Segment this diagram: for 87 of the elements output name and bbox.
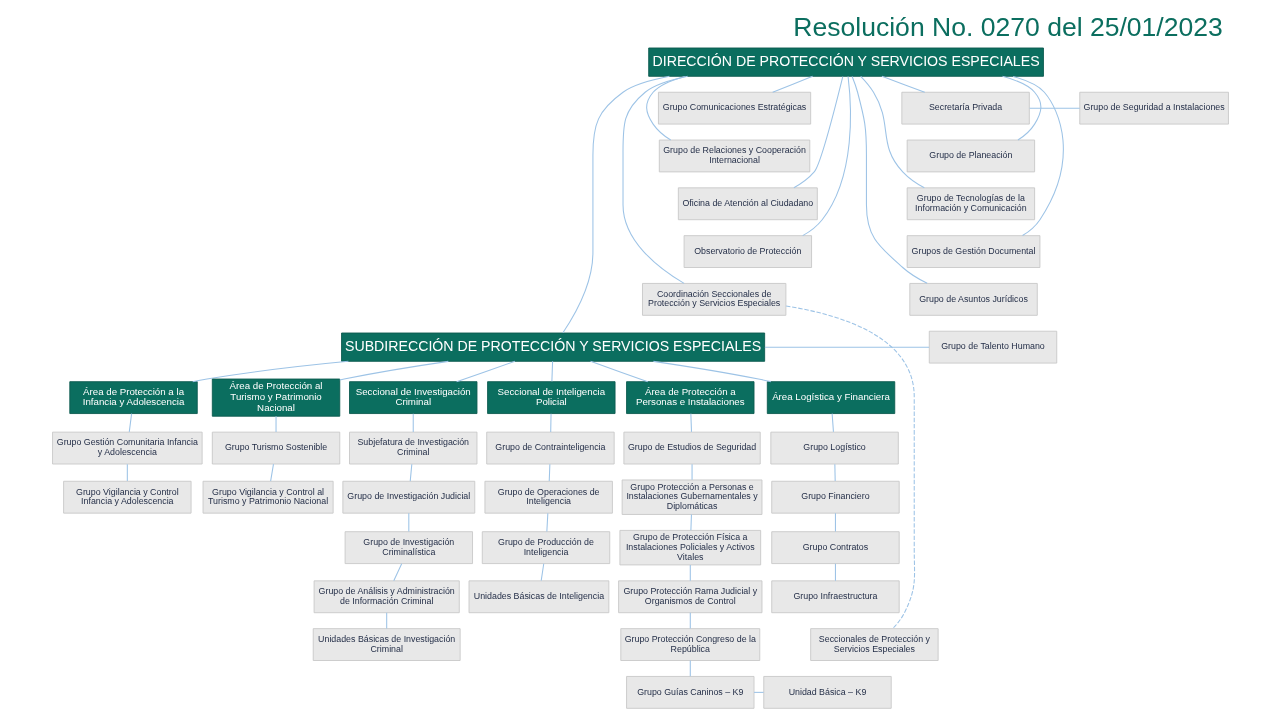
connector xyxy=(785,305,915,629)
node-box: Grupo de Planeación xyxy=(906,139,1035,173)
node-box: Grupo de Seguridad a Instalaciones xyxy=(1078,91,1229,125)
connector xyxy=(589,360,648,383)
connector xyxy=(834,512,836,532)
connector xyxy=(689,514,692,531)
connector xyxy=(880,75,925,93)
connector xyxy=(763,346,930,348)
connector xyxy=(561,75,670,334)
connector xyxy=(540,563,544,582)
node-box: Grupo de Operaciones de Inteligencia xyxy=(484,480,613,514)
node-box: Grupo Turismo Sostenible xyxy=(211,431,340,465)
node-box: Grupo Protección Rama Judicial y Organismos de Control xyxy=(617,580,762,614)
node-box: Coordinación Seccionales de Protección y Servicios Especiales xyxy=(641,283,786,316)
node-box: Seccional de Investigación Criminal xyxy=(348,381,477,414)
connector xyxy=(771,75,813,93)
connector xyxy=(1012,75,1064,237)
connector xyxy=(338,360,449,381)
connector xyxy=(548,463,550,482)
connector xyxy=(191,360,349,383)
connector xyxy=(1028,107,1080,109)
connector xyxy=(831,413,834,433)
node-box: Grupo Financiero xyxy=(770,480,900,514)
node-box: Grupos de Gestión Documental xyxy=(906,235,1040,268)
connector xyxy=(1001,75,1041,141)
connector xyxy=(645,75,685,141)
node-box: Grupo Guías Caninos – K9 xyxy=(625,676,754,709)
node-box: Grupo de Talento Humano xyxy=(928,330,1057,364)
node-box: Observatorio de Protección xyxy=(683,235,812,268)
node-box: Grupo de Análisis y Administración de Información Criminal xyxy=(313,580,460,614)
connector xyxy=(392,563,402,582)
node-box: Seccionales de Protección y Servicios Especiales xyxy=(809,628,939,661)
node-box: Grupo Protección a Personas e Instalaciones Gubernamentales y Diplomáticas xyxy=(621,479,762,515)
node-box: Área Logística y Financiera xyxy=(766,381,895,414)
node-box: Unidad Básica – K9 xyxy=(762,676,892,709)
connector xyxy=(275,415,277,433)
connector xyxy=(801,75,851,237)
node-box: Grupo de Producción de Inteligencia xyxy=(481,531,610,565)
node-box: Grupo de Investigación Criminalística xyxy=(344,531,473,565)
node-box: Subjefatura de Investigación Criminal xyxy=(348,431,477,465)
connector xyxy=(851,75,928,284)
node-box: DIRECCIÓN DE PROTECCIÓN Y SERVICIOS ESPECIALES xyxy=(647,47,1044,77)
connector xyxy=(455,360,515,383)
node-box: Grupo de Asuntos Jurídicos xyxy=(908,283,1038,316)
node-box: Grupo Contratos xyxy=(770,531,900,565)
connector xyxy=(269,463,274,482)
connector xyxy=(833,463,836,482)
node-box: Grupo de Contrainteligencia xyxy=(485,431,615,465)
connector xyxy=(407,512,409,532)
node-box: Grupo Vigilancia y Control Infancia y Adolescencia xyxy=(62,480,191,514)
connector xyxy=(545,512,548,532)
node-box: Seccional de Inteligencia Policial xyxy=(486,381,615,414)
node-box: SUBDIRECCIÓN DE PROTECCIÓN Y SERVICIOS ESPECIALES xyxy=(340,332,765,362)
connector xyxy=(689,413,692,433)
connector xyxy=(691,463,693,481)
connector xyxy=(409,463,412,482)
node-box: Grupo de Estudios de Seguridad xyxy=(622,431,761,465)
node-box: Grupo Infraestructura xyxy=(770,580,900,614)
node-box: Unidades Básicas de Investigación Criminal xyxy=(312,628,461,661)
node-box: Área de Protección a Personas e Instalaciones xyxy=(625,381,754,414)
node-box: Secretaría Privada xyxy=(900,91,1030,125)
diagram-title: Resolución No. 0270 del 25/01/2023 xyxy=(792,12,1223,43)
connector xyxy=(622,75,688,284)
node-box: Unidades Básicas de Inteligencia xyxy=(468,580,609,614)
connector xyxy=(792,76,843,189)
node-box: Área de Protección al Turismo y Patrimonio Nacional xyxy=(211,378,340,417)
connector xyxy=(412,413,414,433)
node-box: Grupo de Protección Física a Instalaciones Policiales y Activos Vitales xyxy=(618,529,761,566)
connector xyxy=(753,691,764,693)
connector xyxy=(550,360,553,382)
node-box: Grupo Logístico xyxy=(769,431,899,465)
node-box: Oficina de Atención al Ciudadano xyxy=(677,187,818,221)
connector xyxy=(128,413,132,433)
connector xyxy=(834,563,836,582)
connector xyxy=(126,463,128,482)
node-box: Grupo Protección Congreso de la República xyxy=(619,628,760,661)
connector xyxy=(652,360,771,383)
node-box: Área de Protección a la Infancia y Adolescencia xyxy=(68,381,198,414)
node-box: Grupo de Tecnologías de la Información y Comunicación xyxy=(906,187,1035,221)
connector xyxy=(549,413,552,433)
connector xyxy=(859,75,925,189)
connector xyxy=(689,564,691,582)
node-box: Grupo Vigilancia y Control al Turismo y Patrimonio Nacional xyxy=(202,480,334,514)
node-box: Grupo Comunicaciones Estratégicas xyxy=(657,91,811,125)
node-box: Grupo de Investigación Judicial xyxy=(341,480,475,514)
node-box: Grupo de Relaciones y Cooperación Internacional xyxy=(658,139,810,173)
node-box: Grupo Gestión Comunitaria Infancia y Adolescencia xyxy=(51,431,203,465)
